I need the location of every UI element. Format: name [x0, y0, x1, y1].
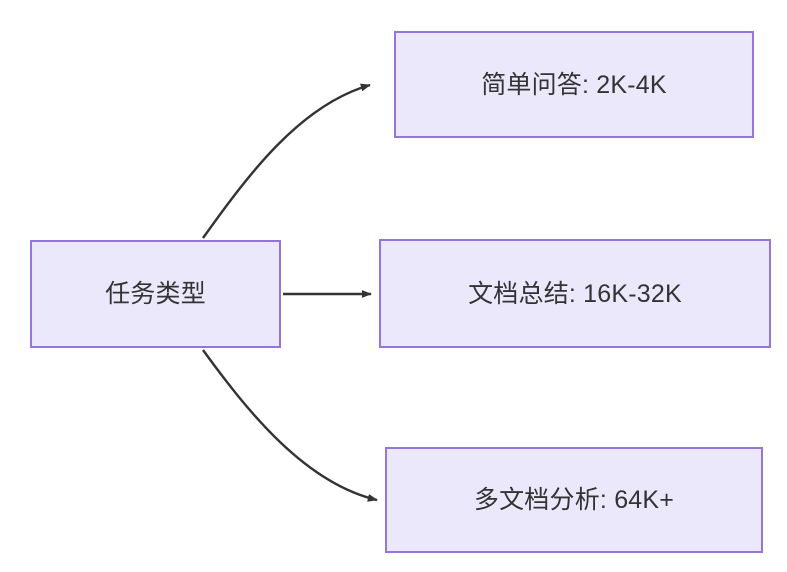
node-doc-summary[interactable]: 文档总结: 16K-32K — [379, 239, 771, 348]
node-doc-summary-label: 文档总结: 16K-32K — [468, 279, 682, 308]
node-multi-doc-label: 多文档分析: 64K+ — [473, 486, 675, 514]
node-simple-qa-label: 简单问答: 2K-4K — [481, 70, 667, 99]
node-multi-doc[interactable]: 多文档分析: 64K+ — [385, 447, 763, 553]
edge-source-to-multi-doc — [202, 349, 378, 502]
node-task-type[interactable]: 任务类型 — [30, 240, 281, 348]
node-simple-qa[interactable]: 简单问答: 2K-4K — [394, 31, 754, 138]
node-task-type-label: 任务类型 — [105, 280, 206, 308]
edge-source-to-simple-qa — [202, 83, 371, 239]
